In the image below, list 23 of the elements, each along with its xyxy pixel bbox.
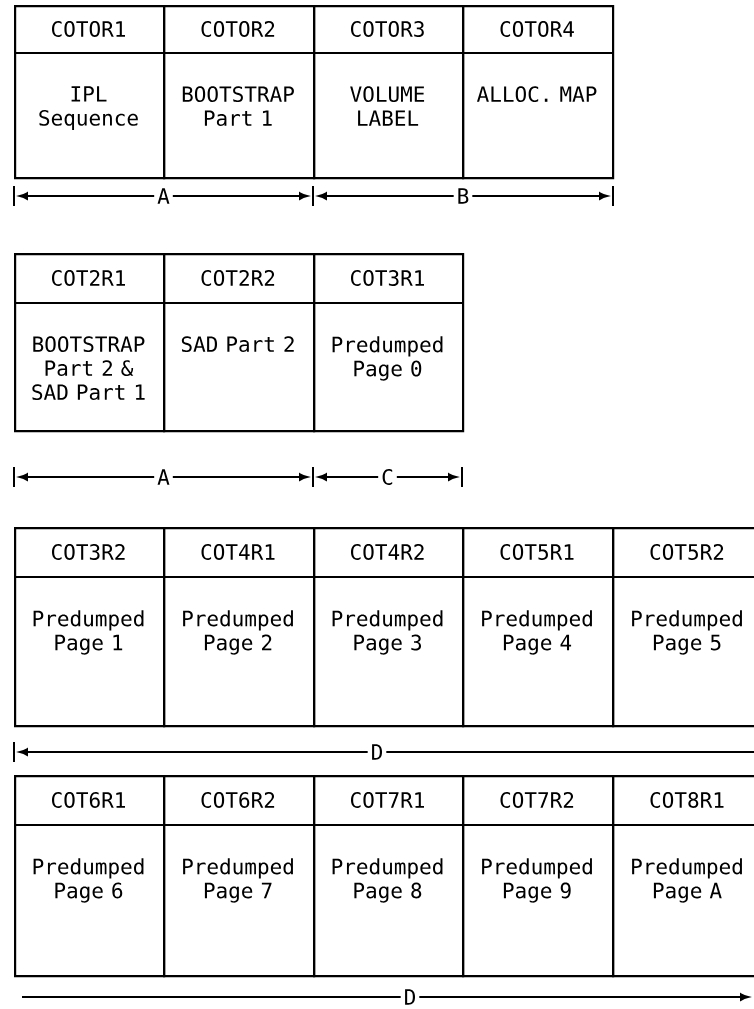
- memory-cell: COTOR4 ALLOC. MAP: [462, 5, 615, 180]
- memory-cell: COTOR1 IPL Sequence: [14, 5, 166, 180]
- memory-cell: COT2R1 BOOTSTRAP Part 2 & SAD Part 1: [14, 253, 166, 433]
- dimension-label: C: [378, 466, 397, 488]
- memory-cell: COT5R2 Predumped Page 5: [612, 527, 754, 728]
- memory-cell: COT6R2 Predumped Page 7: [163, 775, 316, 978]
- memory-cell: COT5R1 Predumped Page 4: [462, 527, 615, 728]
- memory-cell: COTOR3 VOLUME LABEL: [313, 5, 465, 180]
- dimension-label: D: [400, 986, 420, 1008]
- dimension-label: A: [154, 185, 173, 207]
- memory-cell: COT3R2 Predumped Page 1: [14, 527, 166, 728]
- memory-cell: COT2R2 SAD Part 2: [163, 253, 316, 433]
- memory-cell: COT4R1 Predumped Page 2: [163, 527, 316, 728]
- dimension-label: B: [453, 185, 473, 207]
- dimension-label: D: [367, 741, 387, 763]
- memory-cell: COT8R1 Predumped Page A: [612, 775, 754, 978]
- memory-cell: COT7R2 Predumped Page 9: [462, 775, 615, 978]
- memory-cell: COT6R1 Predumped Page 6: [14, 775, 166, 978]
- memory-cell: COT7R1 Predumped Page 8: [313, 775, 465, 978]
- dimension-label: A: [154, 466, 173, 488]
- memory-cell: COT3R1 Predumped Page 0: [313, 253, 465, 433]
- memory-cell: COT4R2 Predumped Page 3: [313, 527, 465, 728]
- memory-cell: COTOR2 BOOTSTRAP Part 1: [163, 5, 316, 180]
